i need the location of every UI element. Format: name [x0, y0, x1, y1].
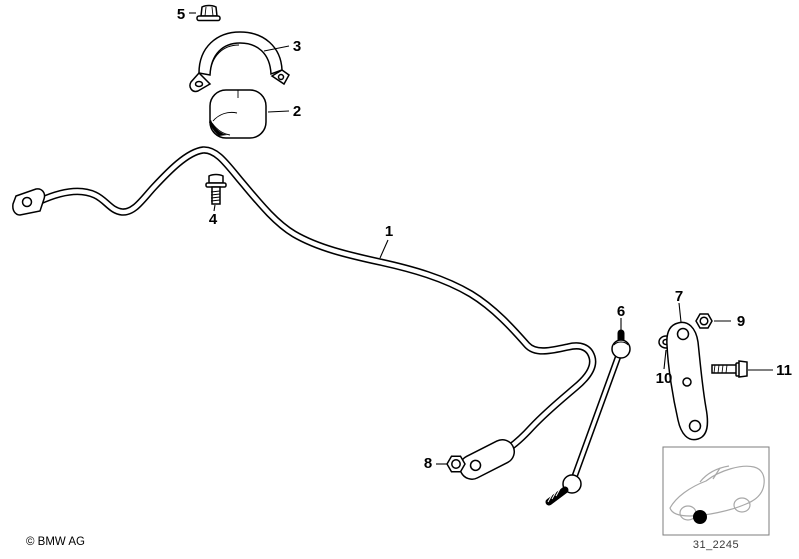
leader-lines — [189, 12, 773, 465]
part-label-4[interactable]: 4 — [209, 211, 218, 228]
nut-9 — [695, 313, 713, 329]
bar-right-eye — [459, 438, 516, 480]
bolt-4 — [205, 173, 227, 205]
part-label-3[interactable]: 3 — [293, 38, 301, 55]
car-location-thumbnail — [662, 446, 770, 536]
stabilizer-bar — [12, 146, 597, 480]
part-label-2[interactable]: 2 — [293, 103, 301, 120]
nut-8 — [446, 455, 466, 473]
part-label-1[interactable]: 1 — [385, 223, 393, 240]
part-label-11[interactable]: 11 — [776, 362, 792, 379]
bar-left-eye — [12, 188, 46, 216]
part-label-5[interactable]: 5 — [177, 6, 185, 23]
clamp-bracket — [189, 31, 290, 93]
stabilizer-link — [545, 329, 631, 506]
bracket-arm — [666, 321, 709, 441]
copyright-text: © BMW AG — [26, 536, 85, 548]
nut-5 — [196, 4, 221, 22]
part-label-6[interactable]: 6 — [617, 303, 625, 320]
part-label-10[interactable]: 10 — [656, 370, 673, 387]
part-label-9[interactable]: 9 — [737, 313, 745, 330]
rubber-bushing — [209, 89, 267, 139]
bolt-11 — [711, 360, 748, 378]
part-label-7[interactable]: 7 — [675, 288, 683, 305]
part-location-dot — [693, 510, 707, 524]
part-label-8[interactable]: 8 — [424, 455, 432, 472]
diagram-code: 31_2245 — [692, 539, 740, 551]
